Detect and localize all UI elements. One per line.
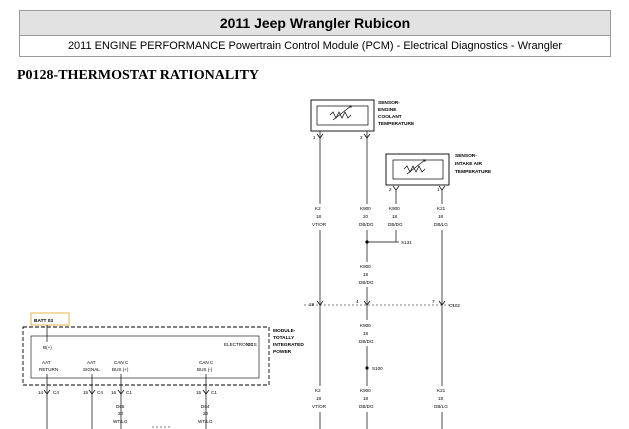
- wire-k2-circuit: K2: [315, 206, 321, 211]
- pin-14-number: 14: [38, 390, 44, 395]
- wire-d64-color: WT/LG: [198, 419, 213, 424]
- module-label-4: POWER: [273, 349, 292, 355]
- splice-s100-label: S100: [372, 366, 383, 371]
- module-label-2: TOTALLY: [273, 335, 295, 341]
- pin-canc-minus-name2: BUS (-): [197, 367, 213, 372]
- pin-canc-plus-name1: CAN C: [114, 360, 129, 365]
- iat-thermistor-arrow: [406, 159, 427, 175]
- wire-k21-gauge: 18: [438, 214, 444, 219]
- batt-fuse-box: BATT 03: [30, 312, 70, 342]
- wire-k900b-gauge: 18: [392, 214, 398, 219]
- wire-d65-circuit: D65: [116, 404, 125, 409]
- thermistor-arrow: [332, 105, 353, 121]
- iat-pin-2: 2: [389, 187, 392, 192]
- pin-15-conn: C4: [97, 390, 103, 395]
- wire-d64-gauge: 20: [203, 411, 209, 416]
- ect-label-1: SENSOR-: [378, 100, 400, 106]
- wire-k900b-circuit: K900: [389, 206, 400, 211]
- wire-k900c-gauge: 18: [363, 272, 369, 277]
- c102-pin-18: 18: [309, 302, 315, 307]
- pin-15b-conn: C1: [211, 390, 217, 395]
- pin-16-conn: C1: [126, 390, 132, 395]
- wire-d64-circuit: D64: [201, 404, 210, 409]
- thermistor-symbol: [329, 111, 352, 119]
- dtc-title: P0128-THERMOSTAT RATIONALITY: [17, 68, 260, 83]
- wire-k900d-color: DB/DG: [359, 339, 374, 344]
- wire-k21-color: DB/LG: [434, 222, 448, 227]
- wire-k900a-color: DB/DG: [359, 222, 374, 227]
- ect-label-2: ENGINE: [378, 107, 397, 113]
- section-suffix: C3: [247, 342, 253, 347]
- module-bplus: B(+): [43, 345, 52, 350]
- ect-pin-1: 1: [313, 135, 316, 140]
- ect-label-3: COOLANT: [378, 114, 402, 120]
- c102-label: C102: [449, 303, 460, 308]
- splice-s131-label: S131: [401, 240, 412, 245]
- tipm-module: B(+) ELECTRONICS C3 MODULE- TOTALLY INTE…: [22, 326, 304, 429]
- splice-s100-dot: [365, 366, 369, 370]
- module-label-1: MODULE-: [273, 328, 296, 334]
- ect-sensor-inner-box: [316, 105, 369, 126]
- ect-label-4: TEMPERATURE: [378, 121, 415, 127]
- connector-c102: 18 4 7 C102: [304, 299, 460, 308]
- wire-k2b-circuit: K2: [315, 388, 321, 393]
- pin-aat-return-name2: RETURN: [39, 367, 58, 372]
- c102-pin-4: 4: [356, 299, 359, 304]
- page-header: 2011 Jeep Wrangler Rubicon 2011 ENGINE P…: [19, 10, 611, 57]
- wire-k900d-gauge: 18: [363, 331, 369, 336]
- wire-k900c-circuit: K900: [360, 264, 371, 269]
- c102-terminal-symbols: [316, 300, 446, 306]
- pin-15b-number: 15: [196, 390, 202, 395]
- wire-k900b-color: DB/DG: [388, 222, 403, 227]
- iat-pin-1: 1: [437, 187, 440, 192]
- module-section-label: ELECTRONICS: [224, 342, 257, 347]
- pin-14-conn: C4: [53, 390, 59, 395]
- wire-k900e-gauge: 18: [363, 396, 369, 401]
- wire-runs: [319, 131, 443, 429]
- iat-label-1: SENSOR-: [455, 153, 477, 159]
- wire-k900a-gauge: 20: [363, 214, 369, 219]
- wire-k900e-circuit: K900: [360, 388, 371, 393]
- bottom-wire-labels: K2 18 VT/OR K900 18 DB/DG K21 18 DB/LG: [312, 388, 448, 409]
- pin-15-number: 15: [83, 390, 89, 395]
- ect-pin-2: 2: [360, 135, 363, 140]
- wire-d65-color: WT/LG: [113, 419, 128, 424]
- iat-thermistor-symbol: [403, 165, 426, 173]
- top-wire-labels: K2 18 VT/OR K900 20 DB/DG K900 18 DB/DG …: [312, 206, 448, 227]
- ect-sensor: SENSOR- ENGINE COOLANT TEMPERATURE 1 2: [310, 99, 415, 140]
- wire-k900e-color: DB/DG: [359, 404, 374, 409]
- iat-label-3: TEMPERATURE: [455, 169, 492, 175]
- pin-16-number: 16: [111, 390, 117, 395]
- section-subtitle: 2011 ENGINE PERFORMANCE Powertrain Contr…: [67, 40, 563, 52]
- splice-s131-dot: [365, 240, 369, 244]
- iat-sensor: SENSOR- INTAKE AIR TEMPERATURE 2 1: [385, 153, 492, 192]
- pin-canc-plus-name2: BUS (+): [112, 367, 129, 372]
- c102-pin-7: 7: [432, 299, 435, 304]
- wire-k2b-color: VT/OR: [312, 404, 327, 409]
- wire-k2b-gauge: 18: [316, 396, 322, 401]
- wire-k21b-circuit: K21: [437, 388, 446, 393]
- pin-aat-signal-name1: AAT: [87, 360, 96, 365]
- wire-k2-gauge: 18: [316, 214, 322, 219]
- pin-canc-minus-name1: CAN C: [199, 360, 214, 365]
- pin-aat-signal-name2: SIGNAL: [83, 367, 100, 372]
- wire-k2-color: VT/OR: [312, 222, 327, 227]
- pin-aat-return-name1: AAT: [42, 360, 51, 365]
- module-terminal-symbols: [43, 389, 210, 395]
- wire-k21b-color: DB/LG: [434, 404, 448, 409]
- wire-k21b-gauge: 18: [438, 396, 444, 401]
- wire-k900c-color: DB/DG: [359, 280, 374, 285]
- wire-k21-circuit: K21: [437, 206, 446, 211]
- module-label-3: INTEGRATED: [273, 342, 304, 348]
- wire-k900d-circuit: K900: [360, 323, 371, 328]
- wire-d65-gauge: 20: [118, 411, 124, 416]
- iat-label-2: INTAKE AIR: [455, 161, 482, 167]
- wire-k900a-circuit: K900: [360, 206, 371, 211]
- vehicle-title: 2011 Jeep Wrangler Rubicon: [20, 11, 610, 36]
- batt-label: BATT 03: [34, 318, 53, 324]
